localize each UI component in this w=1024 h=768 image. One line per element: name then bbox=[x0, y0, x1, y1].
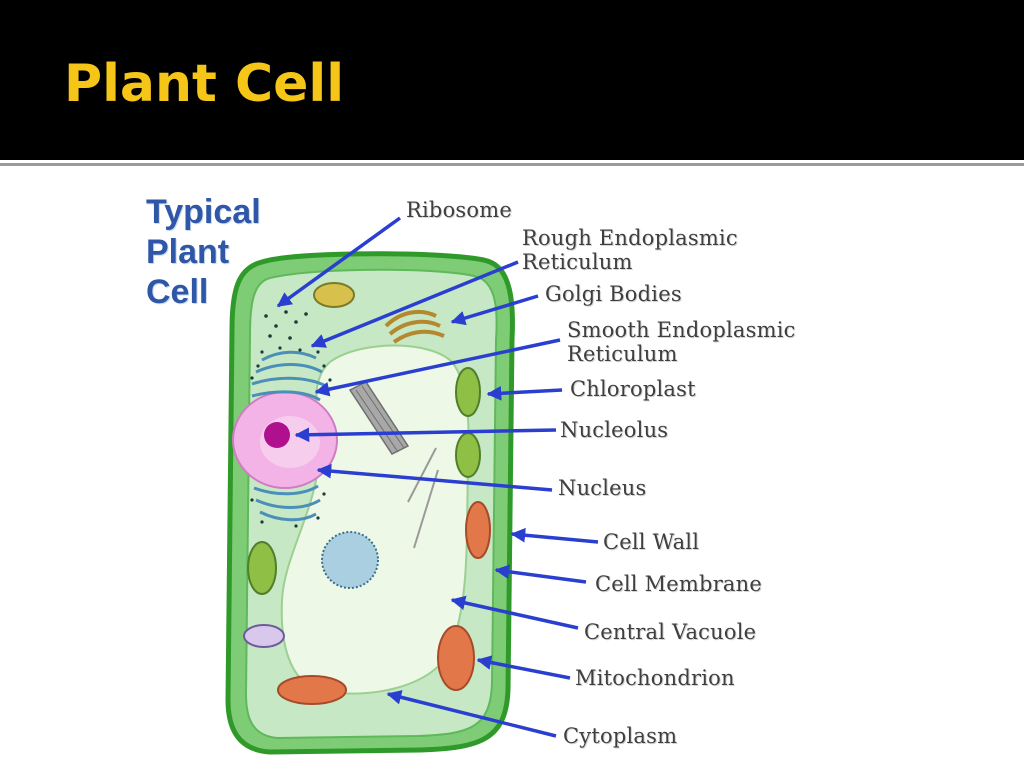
label-line: Smooth Endoplasmic bbox=[567, 318, 796, 342]
arrow-golgi bbox=[450, 294, 539, 326]
ribosome-dots bbox=[250, 310, 332, 528]
label-cytoplasm: Cytoplasm bbox=[563, 724, 677, 748]
arrow-rough-er bbox=[310, 260, 519, 348]
diagram-title-line: Typical bbox=[146, 193, 261, 231]
label-line: Reticulum bbox=[567, 342, 678, 366]
arrow-chloroplast bbox=[486, 385, 563, 401]
microtubule-lines bbox=[407, 447, 439, 549]
arrow-cell-membrane bbox=[494, 564, 587, 584]
label-chloroplast: Chloroplast bbox=[570, 377, 696, 401]
small-vesicle bbox=[243, 624, 285, 648]
label-line: Nucleolus bbox=[560, 418, 669, 442]
diagram-title: Typical Plant Cell bbox=[146, 192, 261, 312]
arrow-cell-wall bbox=[510, 527, 599, 544]
arrow-cytoplasm bbox=[386, 690, 557, 738]
arrow-central-vacuole bbox=[450, 595, 579, 630]
label-line: Rough Endoplasmic bbox=[522, 226, 738, 250]
label-line: Chloroplast bbox=[570, 377, 696, 401]
label-line: Golgi Bodies bbox=[545, 282, 682, 306]
arrow-smooth-er bbox=[314, 338, 561, 397]
slide-header: Plant Cell bbox=[0, 0, 1024, 160]
rough-er bbox=[251, 350, 327, 522]
arrow-ribosome bbox=[276, 216, 402, 308]
label-nucleolus: Nucleolus bbox=[560, 418, 668, 442]
label-smooth-er: Smooth Endoplasmic Reticulum bbox=[567, 318, 796, 366]
diagram-title-line: Cell bbox=[146, 273, 209, 311]
vacuole-granule bbox=[321, 531, 379, 589]
arrow-mitochondrion bbox=[476, 655, 571, 680]
label-line: Central Vacuole bbox=[584, 620, 757, 644]
label-line: Ribosome bbox=[406, 198, 512, 222]
nucleolus bbox=[264, 422, 290, 448]
label-line: Cytoplasm bbox=[563, 724, 678, 748]
label-mitochondrion: Mitochondrion bbox=[575, 666, 735, 690]
label-line: Cell Wall bbox=[603, 530, 700, 554]
label-nucleus: Nucleus bbox=[558, 476, 647, 500]
golgi bbox=[384, 309, 445, 344]
label-line: Cell Membrane bbox=[595, 572, 763, 596]
header-divider bbox=[0, 163, 1024, 166]
label-cell-membrane: Cell Membrane bbox=[595, 572, 762, 596]
label-rough-er: Rough Endoplasmic Reticulum bbox=[522, 226, 738, 274]
label-line: Mitochondrion bbox=[575, 666, 735, 690]
label-central-vacuole: Central Vacuole bbox=[584, 620, 756, 644]
plant-cell-diagram bbox=[225, 216, 599, 755]
slide-title: Plant Cell bbox=[64, 54, 345, 114]
label-golgi: Golgi Bodies bbox=[545, 282, 682, 306]
mitochondrion bbox=[277, 501, 491, 705]
label-line: Reticulum bbox=[522, 250, 633, 274]
arrow-nucleolus bbox=[294, 427, 557, 443]
arrow-nucleus bbox=[316, 463, 553, 492]
chloroplast bbox=[247, 282, 481, 595]
label-ribosome: Ribosome bbox=[406, 198, 512, 222]
label-arrows bbox=[276, 216, 599, 738]
diagram-title-line: Plant bbox=[146, 233, 230, 271]
label-cell-wall: Cell Wall bbox=[603, 530, 699, 554]
label-line: Nucleus bbox=[558, 476, 647, 500]
